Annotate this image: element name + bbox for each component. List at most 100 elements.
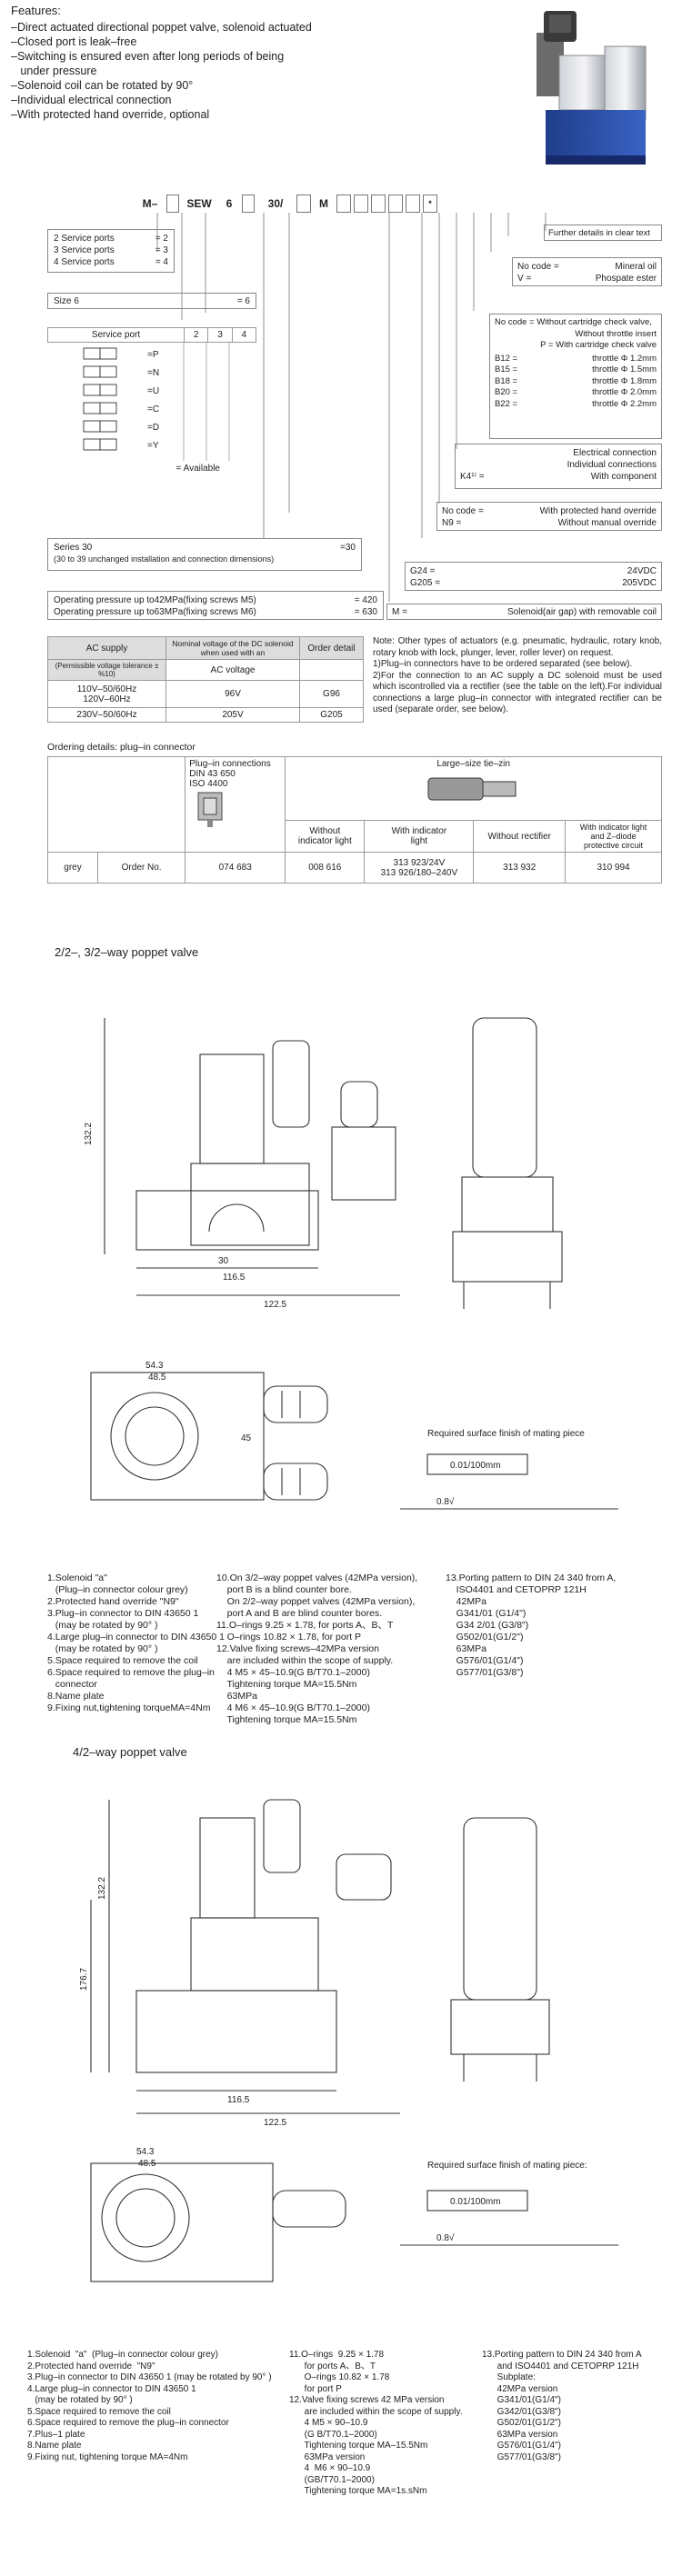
note-line: G342/01(G3/8") bbox=[482, 2406, 561, 2417]
note-line: 1.Solenoid "a" (Plug–in connector colour… bbox=[27, 2350, 218, 2360]
section1-title: 2/2–, 3/2–way poppet valve bbox=[55, 945, 199, 959]
size-box: Size 6 = 6 bbox=[47, 293, 256, 309]
note-line: are included within the scope of supply. bbox=[289, 2406, 463, 2417]
code-cell: 30/ bbox=[267, 197, 284, 210]
throttle-code: B20 = bbox=[495, 387, 518, 397]
note-line: 63MPa version bbox=[482, 2429, 558, 2440]
pressure-value: = 420 bbox=[354, 595, 377, 605]
code-cell bbox=[388, 195, 403, 213]
note-line: Tightening torque MA=15.5Nm bbox=[216, 1679, 357, 1690]
override-value: With protected hand override bbox=[539, 506, 657, 516]
port-value: = 4 bbox=[155, 257, 168, 267]
order-no: 008 616 bbox=[285, 852, 366, 884]
feature-item: –Individual electrical connection bbox=[11, 94, 172, 106]
section2-notes-col1: 1.Solenoid "a" (Plug–in connector colour… bbox=[27, 2350, 273, 2463]
electrical-line: With component bbox=[590, 472, 657, 482]
section2-notes-col2: 11.O–rings 9.25 × 1.78 for ports A、B、T O… bbox=[289, 2350, 471, 2498]
note-line: (may be rotated by 90° ) bbox=[47, 1643, 158, 1654]
dim-label: 48.5 bbox=[148, 1373, 166, 1383]
dim-label: 48.5 bbox=[138, 2159, 156, 2169]
code-connector-lines bbox=[156, 213, 547, 602]
plug-connector-icon bbox=[197, 792, 223, 827]
note-line: 2.Protected hand override "N9" bbox=[27, 2361, 155, 2371]
ordering-col: With indicator light and Z–diode protect… bbox=[565, 820, 662, 853]
check-line: Without throttle insert bbox=[575, 328, 657, 339]
feature-item: under pressure bbox=[11, 65, 97, 77]
fluid-code: V = bbox=[517, 274, 532, 284]
note-line: 13.Porting pattern to DIN 24 340 from A, bbox=[446, 1573, 617, 1583]
note-line: for port P bbox=[289, 2383, 342, 2394]
electrical-code: K4¹⁾ = bbox=[460, 472, 485, 482]
note-line: 63MPa version bbox=[289, 2451, 366, 2462]
note-line: and ISO4401 and CETOPRP 121H bbox=[482, 2361, 639, 2371]
voltage-value: 24VDC bbox=[627, 566, 657, 576]
ordering-title: Ordering details: plug–in connector bbox=[47, 742, 196, 753]
symbol-code: =U bbox=[147, 386, 159, 396]
ordering-col: Without indicator light bbox=[285, 820, 366, 853]
note-line: G502/01(G1/2") bbox=[446, 1632, 524, 1642]
code-cell bbox=[371, 195, 386, 213]
further-details-text: Further details in clear text bbox=[548, 228, 650, 238]
ac-cell: 96V bbox=[165, 680, 300, 708]
note-line: (may be rotated by 90° ) bbox=[27, 2395, 133, 2405]
note-line: 6.Space required to remove the plug–in bbox=[47, 1667, 215, 1678]
check-valve-box: No code = Without cartridge check valve,… bbox=[489, 314, 662, 439]
fluid-box: No code =Mineral oil V =Phospate ester bbox=[512, 257, 662, 286]
note-line: 12.Valve fixing screws–42MPa version bbox=[216, 1643, 379, 1654]
note-line: 4.Large plug–in connector to DIN 43650 1 bbox=[27, 2383, 196, 2394]
note-line: 9.Fixing nut, tightening torque MA=4Nm bbox=[27, 2451, 188, 2462]
port-value: = 2 bbox=[155, 234, 168, 244]
code-cell: 6 bbox=[226, 197, 233, 210]
feature-item: –Switching is ensured even after long pe… bbox=[11, 50, 285, 63]
ac-cell: 205V bbox=[165, 707, 300, 723]
note-line: 11.O–rings 9.25 × 1.78, for ports A、B、T bbox=[216, 1620, 394, 1631]
note-line: Tightening torque MA=15.5Nm bbox=[216, 1714, 357, 1725]
code-cell: * bbox=[423, 195, 437, 213]
note-line: 63MPa bbox=[446, 1643, 486, 1654]
override-code: N9 = bbox=[442, 518, 462, 528]
note-line: are included within the scope of supply. bbox=[216, 1655, 394, 1666]
symbol-box bbox=[83, 420, 101, 433]
size-value: = 6 bbox=[236, 296, 250, 306]
finish-label: 0.01/100mm bbox=[450, 2197, 501, 2207]
surface-label: Required surface finish of mating piece: bbox=[427, 2161, 587, 2171]
ac-subheader: (Permissible voltage tolerance ±%10) bbox=[47, 659, 166, 681]
section1-drawing: 132.2 30 116.5 122.5 54.3 48.5 45 Requir… bbox=[84, 1017, 618, 1510]
electrical-box: Electrical connection Individual connect… bbox=[455, 444, 662, 489]
check-line: No code = Without cartridge check valve, bbox=[495, 317, 652, 327]
port-label: 3 Service ports bbox=[54, 245, 115, 255]
symbol-box bbox=[83, 402, 101, 414]
feature-item: –Closed port is leak–free bbox=[11, 35, 137, 48]
symbol-box bbox=[99, 402, 117, 414]
order-no: 313 923/24V 313 926/180–240V bbox=[364, 852, 475, 884]
available-note: = Available bbox=[176, 464, 220, 474]
note-line: G576/01(G1/4") bbox=[482, 2441, 561, 2451]
override-code: No code = bbox=[442, 506, 484, 516]
code-cell: SEW bbox=[186, 197, 212, 210]
plug-label: Plug–in connections DIN 43 650 ISO 4400 bbox=[189, 759, 271, 789]
size-label: Size 6 bbox=[54, 296, 79, 306]
code-cell bbox=[166, 195, 179, 213]
note-line: 1.Solenoid "a" bbox=[47, 1573, 107, 1583]
code-cell bbox=[354, 195, 368, 213]
row-label: Order No. bbox=[96, 852, 186, 884]
throttle-value: throttle Φ 2.0mm bbox=[592, 387, 657, 397]
feature-item: –Direct actuated directional poppet valv… bbox=[11, 21, 312, 34]
note-line: for ports A、B、T bbox=[289, 2361, 376, 2371]
code-cell bbox=[336, 195, 351, 213]
electrical-line: Individual connections bbox=[567, 460, 657, 470]
note-line: 5.Space required to remove the coil bbox=[27, 2406, 171, 2417]
port-label: 4 Service ports bbox=[54, 257, 115, 267]
fluid-row: No code =Mineral oil bbox=[517, 261, 657, 273]
note-line: G576/01(G1/4") bbox=[446, 1655, 524, 1666]
symbols-col: 3 bbox=[207, 327, 233, 343]
note-line: 8.Name plate bbox=[27, 2441, 82, 2451]
note-line: 7.Plus–1 plate bbox=[27, 2429, 85, 2440]
dim-label: 45 bbox=[241, 1433, 252, 1443]
note-line: connector bbox=[47, 1679, 97, 1690]
ac-subheader: AC voltage bbox=[165, 659, 300, 681]
throttle-code: B12 = bbox=[495, 353, 518, 364]
note-line: 4.Large plug–in connector to DIN 43650 1 bbox=[47, 1632, 225, 1642]
note-line: 63MPa bbox=[216, 1691, 257, 1702]
dim-label: 176.7 bbox=[79, 1968, 89, 1991]
